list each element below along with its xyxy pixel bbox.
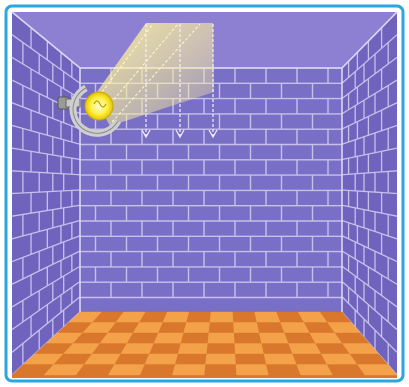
floor-tile (206, 354, 236, 365)
floor-tile (145, 354, 178, 365)
floor-tile (163, 312, 189, 323)
floor-tile (209, 323, 234, 334)
floor-tile (172, 365, 205, 376)
floor-tile (233, 312, 257, 323)
floor-tile (259, 333, 288, 344)
floor-tile (236, 365, 269, 376)
floor-tile (108, 365, 145, 376)
floor-tile (184, 323, 210, 334)
floor-tile (149, 344, 181, 355)
floor-tile (255, 312, 281, 323)
floor-tile (158, 323, 186, 334)
floor-tile (297, 365, 333, 376)
floor-tile (178, 344, 208, 355)
light-bulb-icon (85, 92, 113, 120)
checkered-floor (12, 312, 397, 378)
floor-tile (235, 354, 266, 365)
floor-tile (115, 354, 150, 365)
floor-tile (207, 344, 236, 355)
floor-tile (181, 333, 209, 344)
floor-tile (186, 312, 211, 323)
floor-tile (235, 344, 264, 355)
floor-tile (175, 354, 207, 365)
floor-tile (234, 333, 262, 344)
floor-tile (293, 354, 327, 365)
floor-tile (264, 354, 297, 365)
floor-tile (257, 323, 285, 334)
floor-tile (234, 323, 260, 334)
floor-tile (210, 312, 234, 323)
floor-tile (140, 365, 175, 376)
floor-tile (205, 365, 237, 376)
floor-tile (154, 333, 184, 344)
floor-edge (12, 375, 397, 378)
floor-tile (262, 344, 293, 355)
floor-tile (266, 365, 301, 376)
floor-tile (208, 333, 235, 344)
